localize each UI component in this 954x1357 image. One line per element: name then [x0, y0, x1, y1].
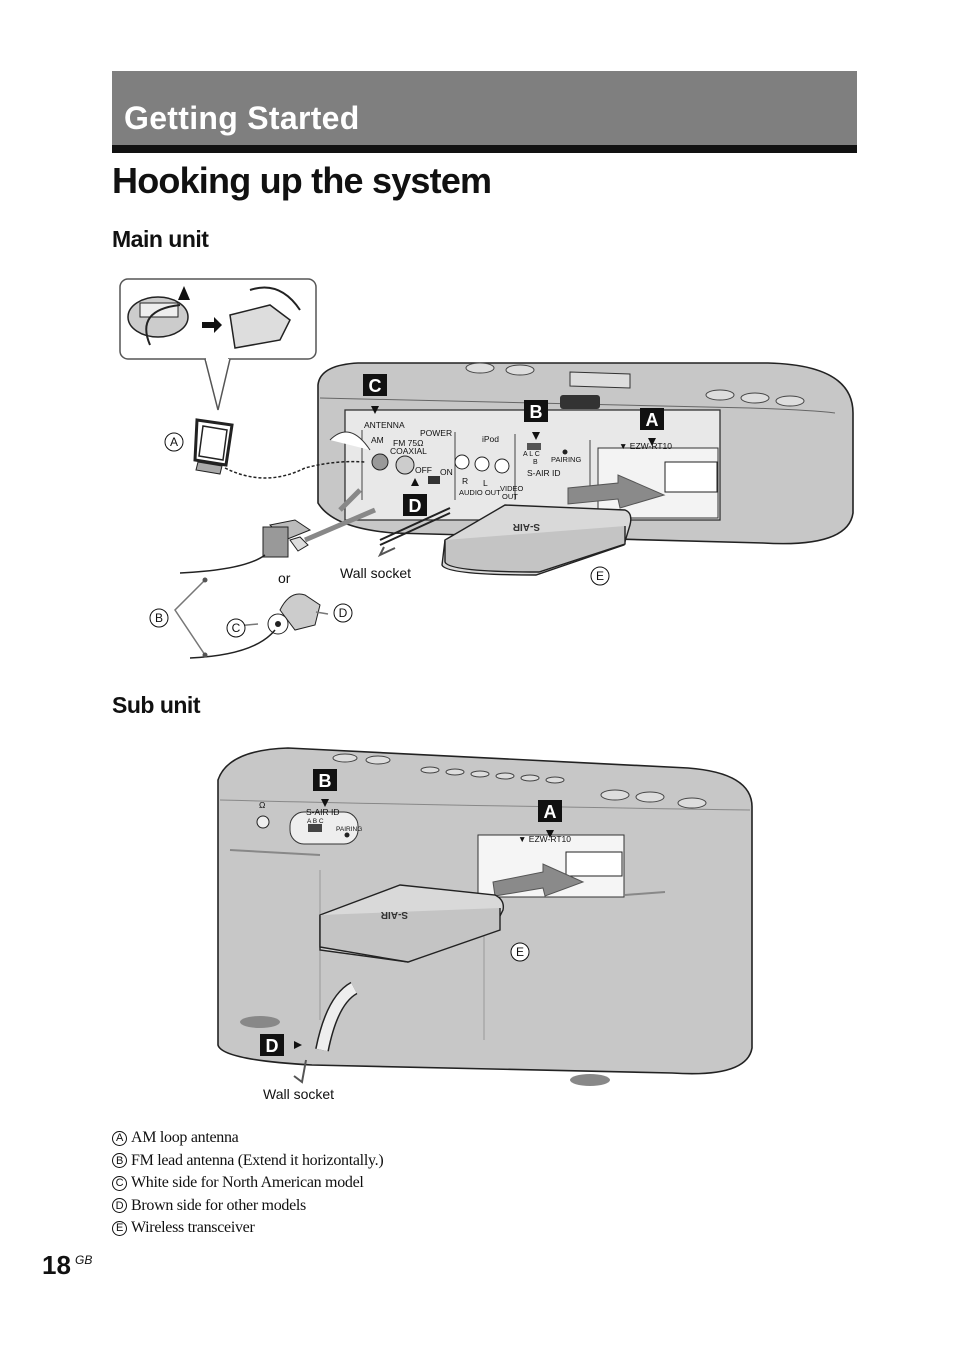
circle-a-main: A: [170, 435, 178, 449]
l-label: L: [483, 478, 488, 488]
insert-arrow-icon: [567, 474, 666, 509]
wall-socket-label-sub: Wall socket: [263, 1086, 334, 1102]
sair-switch-b: B: [533, 459, 538, 466]
page-title: Hooking up the system: [112, 160, 492, 201]
or-label: or: [278, 570, 291, 586]
coaxial-label: COAXIAL: [390, 446, 427, 456]
section-header-band: [112, 71, 857, 145]
legend-text: FM lead antenna (Extend it horizontally.…: [131, 1151, 384, 1169]
slot-model-label: ▼ EZW-RT10: [619, 441, 672, 451]
circle-d-main: D: [339, 606, 348, 620]
sub-sair-switch-positions: A B C: [307, 818, 324, 825]
antenna-label: ANTENNA: [364, 420, 405, 430]
callout-c-main: C: [369, 376, 382, 396]
legend-text: White side for North American model: [131, 1174, 364, 1192]
sub-slot-model-label: ▼ EZW-RT10: [518, 834, 571, 844]
power-label: POWER: [420, 428, 452, 438]
sub-transceiver-brand: S-AIR: [380, 909, 408, 920]
circle-e-main: E: [596, 569, 604, 583]
sub-cord-arrow-icon: [293, 1059, 307, 1084]
arrow-right-icon: [202, 317, 222, 333]
antenna-stand-inset: [119, 278, 317, 411]
legend-text: Brown side for other models: [131, 1196, 306, 1214]
legend-letter: C: [112, 1175, 127, 1191]
legend-text: Wireless transceiver: [131, 1219, 255, 1237]
cord-arrow-icon: [377, 546, 396, 558]
legend-letter: B: [112, 1153, 127, 1169]
power-cord-sub: [293, 981, 358, 1084]
section-title: Getting Started: [124, 100, 360, 136]
wireless-transceiver-sub: S-AIR: [319, 884, 505, 963]
circle-b-main: B: [155, 611, 163, 625]
wall-socket-label-main: Wall socket: [340, 565, 411, 581]
callout-b-sub: B: [319, 771, 332, 791]
callout-a-sub: A: [544, 802, 557, 822]
section-header-rule: [112, 145, 857, 153]
on-label: ON: [440, 467, 453, 477]
sub-insert-arrow-icon: [492, 863, 585, 897]
power-cord-main: [377, 507, 451, 558]
legend-text: AM loop antenna: [131, 1129, 239, 1147]
page-locale: GB: [75, 1253, 93, 1267]
r-label: R: [462, 476, 468, 486]
ipod-label: iPod: [482, 434, 499, 444]
main-unit-heading: Main unit: [112, 226, 209, 252]
fm-label: FM 75Ω: [393, 438, 423, 448]
main-unit-diagram: ANTENNA AM FM 75Ω COAXIAL POWER OFF ON i…: [119, 278, 854, 659]
callout-d-main: D: [409, 496, 422, 516]
callout-a-main: A: [646, 410, 659, 430]
page-number: 18: [42, 1250, 71, 1280]
fm-lead-antenna: [174, 488, 376, 659]
sub-pairing-label: PAIRING: [336, 826, 362, 833]
off-label: OFF: [415, 465, 432, 475]
legend-letter: E: [112, 1220, 127, 1236]
legend-letter: A: [112, 1130, 127, 1146]
sub-sair-id-label: S-AIR ID: [306, 807, 340, 817]
video-label: VIDEO: [500, 484, 524, 493]
circle-c-main: C: [232, 621, 241, 635]
pairing-label: PAIRING: [551, 455, 581, 464]
headphone-icon: Ω: [259, 800, 265, 810]
sair-switch-positions: A L C: [523, 451, 540, 458]
audio-out-label: AUDIO OUT: [459, 488, 501, 497]
am-loop-antenna: [193, 418, 366, 479]
transceiver-brand: S-AIR: [512, 521, 540, 532]
callout-b-main: B: [530, 402, 543, 422]
legend-letter: D: [112, 1198, 127, 1214]
sub-unit-diagram: Ω S-AIR ID A B C PAIRING ▼ EZW-RT10 S-AI…: [217, 747, 753, 1102]
sair-id-label: S-AIR ID: [527, 468, 561, 478]
sub-unit-heading: Sub unit: [112, 692, 200, 718]
am-label: AM: [371, 435, 384, 445]
callout-d-sub: D: [266, 1036, 279, 1056]
wireless-transceiver-main: S-AIR: [441, 504, 632, 576]
circle-e-sub: E: [516, 945, 524, 959]
video-out-label: OUT: [502, 492, 518, 501]
